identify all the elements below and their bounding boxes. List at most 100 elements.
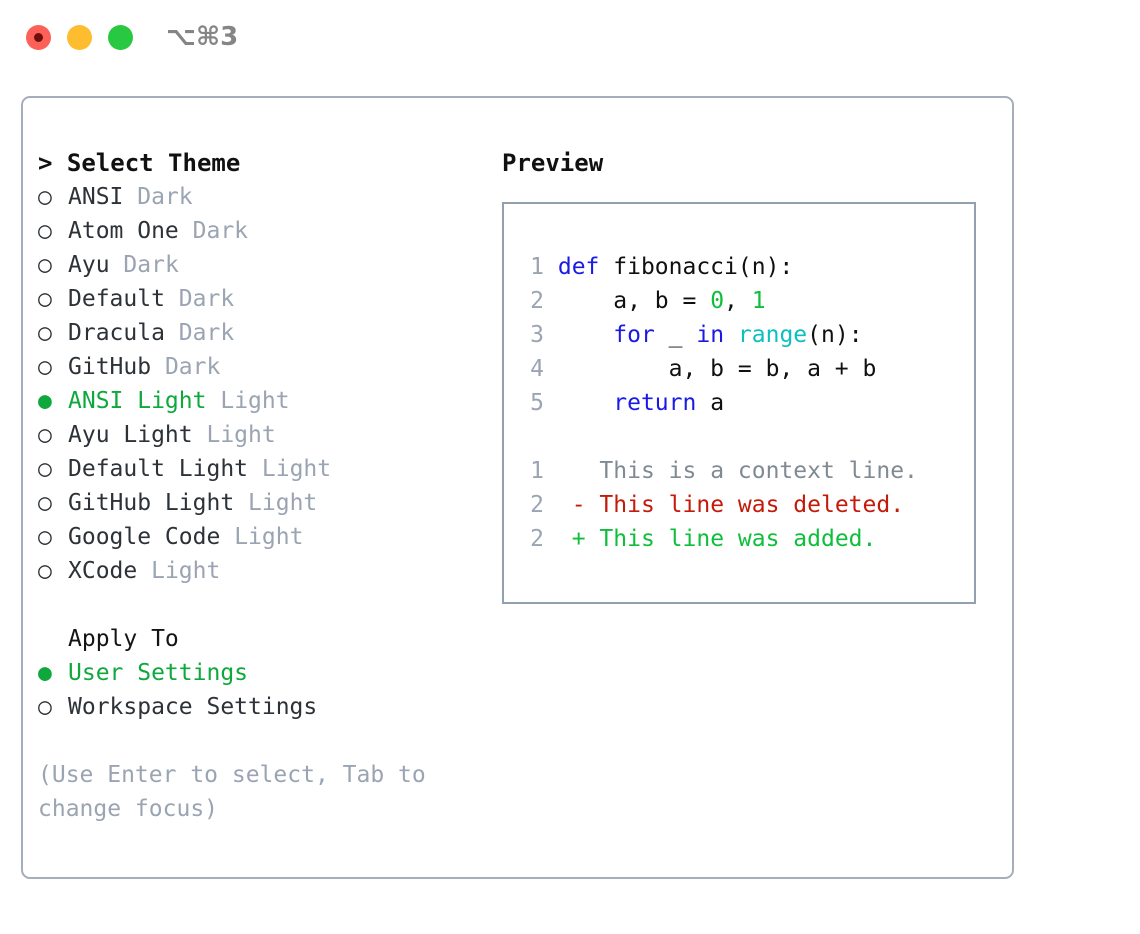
traffic-light-group (26, 25, 133, 50)
keyboard-shortcut-label: ⌥⌘3 (166, 22, 239, 52)
code-token: def (557, 254, 600, 280)
diff-line: 2 + This line was added. (518, 522, 918, 556)
theme-option[interactable]: ○Ayu Light Light (38, 418, 478, 452)
theme-option-category: Light (234, 524, 304, 550)
theme-option-label: ANSI (68, 184, 124, 210)
radio-unselected-icon[interactable]: ○ (38, 354, 52, 380)
theme-option[interactable]: ○ XCode Light (38, 554, 478, 588)
minimize-window-icon[interactable] (67, 25, 92, 50)
theme-option[interactable]: ○Default Light Light (38, 452, 478, 486)
code-token: , (724, 288, 752, 314)
apply-to-option-label: User Settings (68, 660, 249, 686)
apply-to-option[interactable]: ● User Settings (38, 656, 478, 690)
keyboard-hint: (Use Enter to select, Tab to change focu… (38, 762, 426, 822)
theme-option[interactable]: ○ Google Code Light (38, 520, 478, 554)
diff-text: This line was deleted. (599, 492, 905, 518)
theme-option[interactable]: ○ ANSI Dark (38, 180, 478, 214)
theme-option[interactable]: ○Default Dark (38, 282, 478, 316)
theme-option-category: Dark (137, 184, 193, 210)
radio-unselected-icon[interactable]: ○ (38, 558, 52, 584)
theme-option[interactable]: ○ Dracula Dark (38, 316, 478, 350)
spacer (38, 724, 478, 758)
code-line: 2 a, b = 0, 1 (518, 284, 876, 318)
radio-unselected-icon[interactable]: ○ (38, 524, 52, 550)
title-bar: ⌥⌘3 (0, 0, 1140, 78)
line-number: 1 (530, 254, 544, 280)
line-number: 2 (530, 492, 544, 518)
line-number: 2 (530, 288, 544, 314)
theme-option-category: Light (248, 490, 318, 516)
line-number: 4 (530, 356, 544, 382)
code-line: 3 for _ in range(n): (518, 318, 876, 352)
theme-option-label: Ayu Light (68, 422, 193, 448)
theme-option[interactable]: ○GitHub Dark (38, 350, 478, 384)
theme-picker-column: > Select Theme ○ANSI Dark○Atom One Dark○… (38, 146, 478, 826)
theme-option[interactable]: ○Atom One Dark (38, 214, 478, 248)
theme-option-label: XCode (68, 558, 138, 584)
diff-text: This is a context line. (599, 458, 918, 484)
line-number: 2 (530, 526, 544, 552)
code-token (558, 322, 613, 348)
line-number: 5 (530, 390, 544, 416)
diff-sign (572, 458, 586, 484)
radio-unselected-icon[interactable]: ○ (38, 422, 52, 448)
theme-option-label: Google Code (68, 524, 221, 550)
main-panel: > Select Theme ○ANSI Dark○Atom One Dark○… (21, 96, 1014, 879)
theme-option-label: Atom One (68, 218, 179, 244)
radio-selected-icon[interactable]: ● (38, 660, 52, 686)
theme-option[interactable]: ○ Ayu Dark (38, 248, 478, 282)
theme-option-category: Light (151, 558, 221, 584)
radio-selected-icon[interactable]: ● (38, 388, 52, 414)
apply-to-heading: Apply To (38, 622, 478, 656)
radio-unselected-icon[interactable]: ○ (38, 252, 52, 278)
preview-title: Preview (502, 149, 604, 177)
radio-unselected-icon[interactable]: ○ (38, 218, 52, 244)
radio-unselected-icon[interactable]: ○ (38, 694, 52, 720)
diff-line: 2 - This line was deleted. (518, 488, 918, 522)
code-token: _ (654, 322, 697, 348)
line-number: 3 (530, 322, 544, 348)
theme-option-label: Dracula (68, 320, 165, 346)
theme-option-label: Ayu (68, 252, 110, 278)
theme-list: ○ ANSI Dark ○ Atom One Dark ○ Ayu Dark ○ Defaul… (38, 180, 478, 588)
page-title: > Select Theme (38, 146, 478, 180)
close-window-icon[interactable] (26, 25, 51, 50)
maximize-window-icon[interactable] (108, 25, 133, 50)
code-token: range (737, 322, 808, 348)
theme-option[interactable]: ● ANSI Light Light (38, 384, 478, 418)
apply-to-option[interactable]: ○ Workspace Settings (38, 690, 478, 724)
radio-unselected-icon[interactable]: ○ (38, 320, 52, 346)
theme-option-category: Dark (178, 320, 235, 346)
apply-to-list: ● User Settings ○ Workspace Settings (38, 656, 478, 724)
apply-to-heading-text: Apply To (68, 626, 179, 652)
radio-unselected-icon[interactable]: ○ (38, 286, 52, 312)
code-token: 0 (710, 288, 725, 314)
preview-column: Preview 1 def fibonacci(n): 2 a, b = 0, 1… (502, 146, 992, 604)
code-token: a, b = (557, 288, 711, 314)
theme-option-label: Default (68, 286, 165, 312)
theme-option-category: Light (220, 388, 290, 414)
code-token (724, 322, 738, 348)
theme-option[interactable]: ○ GitHub Light Light (38, 486, 478, 520)
code-token: fibonacci(n): (599, 254, 794, 280)
code-token (558, 390, 613, 416)
code-line: 5 return a (518, 386, 876, 420)
radio-unselected-icon[interactable]: ○ (38, 184, 52, 210)
theme-option-label: GitHub Light (68, 490, 235, 516)
code-token: (n): (807, 322, 863, 348)
theme-option-category: Dark (123, 252, 179, 278)
code-token: a (696, 390, 725, 416)
apply-to-option-label: Workspace Settings (68, 694, 318, 720)
diff-sample: 1 This is a context line.2 - This line w… (518, 454, 918, 556)
diff-sign: - (571, 492, 586, 518)
diff-sign: + (571, 526, 586, 552)
radio-unselected-icon[interactable]: ○ (38, 456, 52, 482)
code-line: 4 a, b = b, a + b (518, 352, 876, 386)
code-token: in (696, 322, 725, 348)
theme-option-label: ANSI Light (68, 388, 207, 414)
theme-option-label: Default Light (68, 456, 249, 482)
radio-unselected-icon[interactable]: ○ (38, 490, 52, 516)
diff-line: 1 This is a context line. (518, 454, 918, 488)
code-token: for (613, 322, 655, 348)
